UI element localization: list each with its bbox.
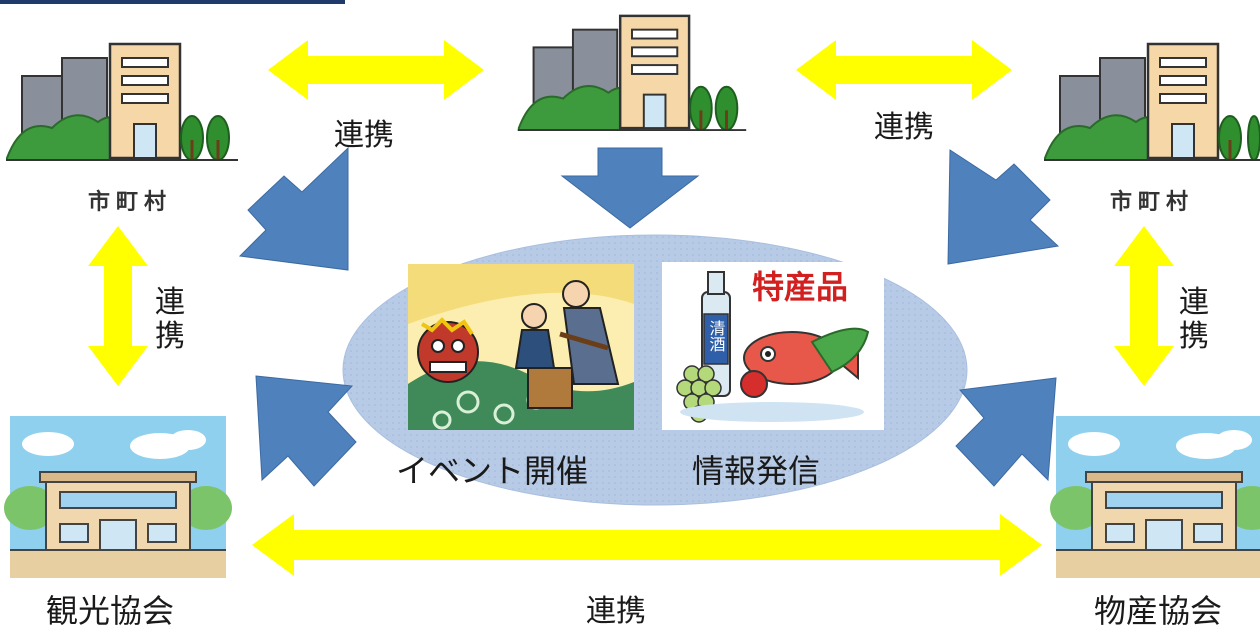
link-label-top-right: 連携 xyxy=(874,110,934,145)
flow-arrow-upper-left xyxy=(238,146,349,271)
event-caption: イベント開催 xyxy=(396,452,589,490)
tourism-association-label: 観光協会 xyxy=(46,592,175,630)
event-illustration-icon xyxy=(408,264,634,430)
municipality-building-center-icon xyxy=(517,14,747,132)
link-label-top-left: 連携 xyxy=(334,118,394,153)
flow-arrow-upper-right xyxy=(947,149,1060,265)
tourism-association-building-icon xyxy=(4,416,232,578)
link-arrow-top-right xyxy=(796,40,1012,100)
municipality-label-left: 市町村 xyxy=(88,190,173,215)
link-label-right-vertical: 連携 xyxy=(1179,285,1209,354)
link-arrow-left-vertical xyxy=(88,226,148,386)
municipality-label-right: 市町村 xyxy=(1110,190,1195,215)
header-accent-bar xyxy=(0,0,345,4)
municipality-building-left-icon xyxy=(6,42,238,161)
link-arrow-right-vertical xyxy=(1114,226,1174,386)
specialty-products-sign: 特産品 xyxy=(752,268,849,306)
sake-label: 清酒 xyxy=(707,320,726,352)
link-arrow-top-left xyxy=(268,40,484,100)
link-arrow-bottom xyxy=(252,514,1042,576)
flow-arrow-lower-left xyxy=(255,375,357,487)
municipality-building-right-icon xyxy=(1044,42,1260,161)
specialty-products-illustration-icon: 清酒 xyxy=(662,262,884,430)
link-label-left-vertical: 連携 xyxy=(155,285,185,354)
products-association-building-icon xyxy=(1050,416,1260,578)
link-label-bottom: 連携 xyxy=(586,594,646,629)
flow-arrow-lower-right xyxy=(955,377,1057,487)
info-caption: 情報発信 xyxy=(692,452,821,490)
flow-arrow-top xyxy=(560,147,700,229)
products-association-label: 物産協会 xyxy=(1094,592,1223,630)
